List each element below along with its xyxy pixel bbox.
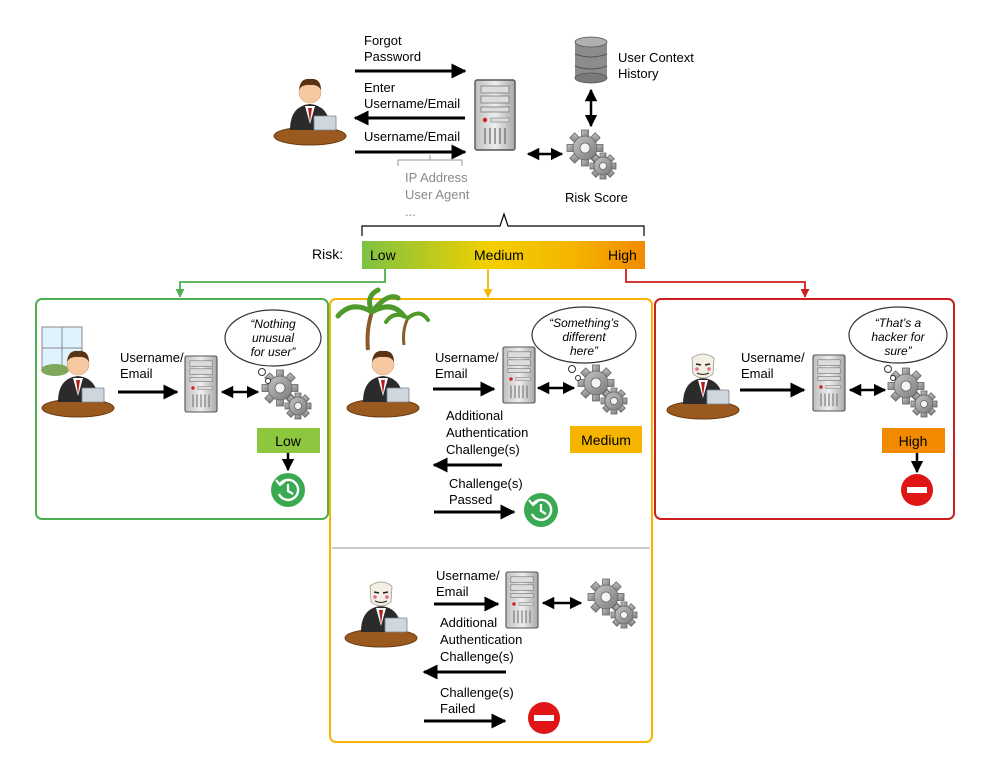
high-thought-3: sure”: [884, 344, 912, 358]
fail-result-1: Challenge(s): [440, 685, 514, 700]
fail-challenge-3: Challenge(s): [440, 649, 514, 664]
medium-thought-cloud: [531, 306, 637, 381]
low-engine-gears-icon: [261, 369, 312, 420]
medium-server-icon: [502, 346, 536, 404]
medium-risk-panel: [329, 298, 653, 743]
medium-badge: [570, 426, 642, 453]
context-bracket: [397, 155, 463, 166]
high-input-label-2: Email: [741, 366, 774, 381]
high-input-label: Username/: [741, 350, 805, 365]
high-risk-panel: [654, 298, 955, 520]
low-thought-3: for user”: [251, 345, 297, 359]
medium-challenge-2: Authentication: [446, 425, 528, 440]
high-badge-label: High: [899, 433, 928, 449]
username-email-label: Username/Email: [364, 129, 460, 144]
medium-badge-label: Medium: [581, 432, 631, 448]
risk-low-label: Low: [370, 247, 397, 263]
db-label: User Context: [618, 50, 694, 65]
medium-thought-3: here”: [570, 344, 599, 358]
risk-gradient-bar: [362, 241, 645, 269]
medium-thought-2: different: [562, 330, 606, 344]
fail-result-2: Failed: [440, 701, 475, 716]
medium-input-label: Username/: [435, 350, 499, 365]
medium-allow-clock-icon: [522, 491, 560, 529]
low-thought-1: “Nothing: [250, 317, 296, 331]
fail-input-label-2: Email: [436, 584, 469, 599]
high-connector: [625, 269, 810, 298]
risk-score-label: Risk Score: [565, 190, 628, 205]
risk-high-label: High: [608, 247, 637, 263]
medium-engine-gears-icon: [577, 364, 628, 415]
medium-input-label-2: Email: [435, 366, 468, 381]
medium-challenge-1: Additional: [446, 408, 503, 423]
high-engine-gears-icon: [887, 367, 938, 418]
fail-input-label: Username/: [436, 568, 500, 583]
low-risk-panel: [35, 298, 329, 520]
low-thought-2: unusual: [252, 331, 294, 345]
high-block-icon: [901, 474, 933, 506]
medium-result-2: Passed: [449, 492, 492, 507]
high-server-icon: [812, 354, 846, 412]
high-badge: [882, 428, 945, 453]
high-thought-cloud: [848, 306, 948, 381]
high-thought-1: “That’s a: [875, 316, 922, 330]
enter-username-label-2: Username/Email: [364, 96, 460, 111]
user-icon: [273, 78, 347, 146]
palm-tree-icon: [335, 287, 430, 351]
low-badge-label: Low: [275, 433, 302, 449]
enter-username-label: Enter: [364, 80, 396, 95]
context-ip: IP Address: [405, 170, 468, 185]
db-label-2: History: [618, 66, 659, 81]
medium-thought-1: “Something’s: [549, 316, 619, 330]
context-ellipsis: ...: [405, 204, 416, 219]
medium-result-1: Challenge(s): [449, 476, 523, 491]
high-thought-2: hacker for: [871, 330, 925, 344]
medium-user-icon: [346, 350, 420, 418]
low-thought-cloud: [224, 309, 322, 384]
low-badge: [257, 428, 320, 453]
server-icon: [474, 79, 516, 151]
risk-prefix: Risk:: [312, 246, 343, 262]
forgot-password-label-2: Password: [364, 49, 421, 64]
low-input-label: Username/: [120, 350, 184, 365]
database-icon: [574, 36, 608, 84]
low-input-label-2: Email: [120, 366, 153, 381]
fail-server-icon: [505, 571, 539, 629]
fail-engine-gears-icon: [587, 578, 638, 629]
fail-block-icon: [528, 702, 560, 734]
fail-challenge-2: Authentication: [440, 632, 522, 647]
low-allow-clock-icon: [269, 471, 307, 509]
risk-engine-gears-icon: [566, 129, 617, 180]
medium-challenge-3: Challenge(s): [446, 442, 520, 457]
risk-medium-label: Medium: [474, 247, 524, 263]
low-server-icon: [184, 355, 218, 413]
context-user-agent: User Agent: [405, 187, 470, 202]
fail-challenge-1: Additional: [440, 615, 497, 630]
forgot-password-label: Forgot: [364, 33, 402, 48]
medium-hacker-icon: [344, 581, 418, 648]
low-connector: [175, 269, 386, 298]
window-icon: [41, 326, 83, 376]
high-hacker-icon: [666, 353, 740, 420]
risk-bracket: [361, 212, 645, 236]
